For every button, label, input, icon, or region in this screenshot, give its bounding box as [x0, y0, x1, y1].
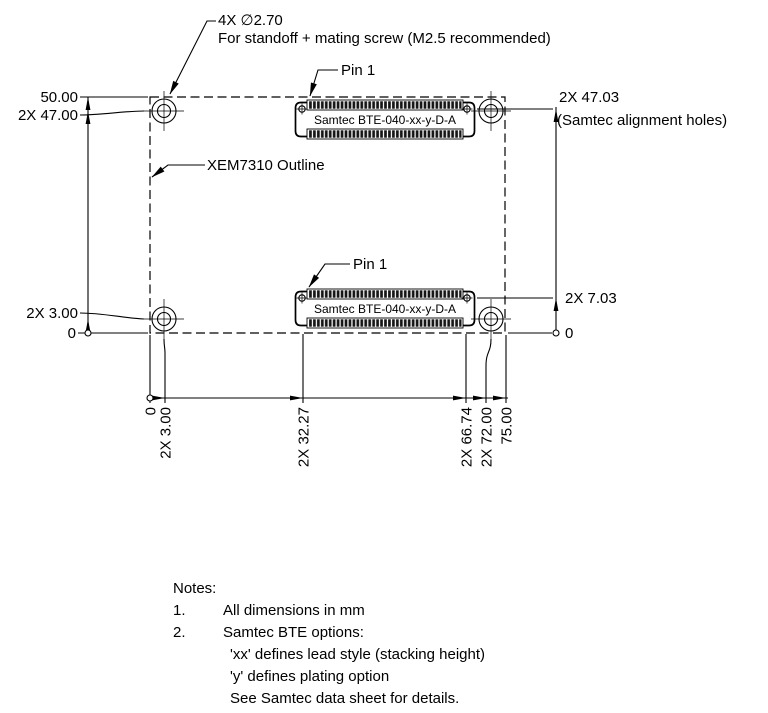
alignment-pin-top-right [461, 103, 473, 115]
hole-spec-label: 4X ∅2.70 [218, 12, 283, 29]
note-1-text: All dimensions in mm [223, 602, 365, 619]
note-item-2: 2. Samtec BTE options: [173, 622, 485, 644]
right-origin-marker [552, 329, 560, 337]
callout-leaders [151, 20, 350, 288]
mounting-hole-top-right [471, 91, 511, 131]
alignment-pin-bottom-left [296, 292, 308, 304]
mounting-hole-top-left [144, 91, 184, 131]
note-2-number: 2. [173, 624, 186, 641]
alignment-pin-bottom-right [461, 292, 473, 304]
mounting-hole-bottom-left [144, 299, 184, 339]
left-origin-marker [84, 329, 92, 337]
dim-left-50: 50.00 [40, 89, 78, 106]
dim-bottom-66: 2X 66.74 [459, 407, 476, 467]
outline-leader [151, 164, 205, 178]
note-2-text: Samtec BTE options: [223, 624, 364, 641]
dim-bottom-3: 2X 3.00 [158, 407, 175, 459]
mounting-hole-bottom-right [471, 299, 511, 339]
notes-heading: Notes: [173, 580, 217, 597]
dim-right-zero: 0 [565, 325, 573, 342]
note-1-number: 1. [173, 602, 186, 619]
note-2-sub-2: 'y' defines plating option [230, 668, 390, 685]
callout-texts: 4X ∅2.70 For standoff + mating screw (M2… [207, 12, 551, 273]
dim-right-note: (Samtec alignment holes) [557, 112, 727, 129]
dim-right-47: 2X 47.03 [559, 89, 619, 106]
notes-section: Notes: 1. All dimensions in mm 2. Samtec B… [173, 578, 485, 710]
dim-bottom-75: 75.00 [499, 407, 516, 445]
dim-left-47: 2X 47.00 [18, 107, 78, 124]
bottom-dimensions: 0 2X 3.00 2X 32.27 2X 66.74 2X 72.00 75.… [143, 334, 516, 467]
connector-bottom: Samtec BTE-040-xx-y-D-A [294, 288, 476, 329]
bottom-origin-marker [146, 394, 154, 402]
hole-note-label: For standoff + mating screw (M2.5 recomm… [218, 30, 551, 47]
hole-spec-leader [169, 20, 216, 95]
dim-left-zero: 0 [68, 325, 76, 342]
left-dimensions: 50.00 2X 47.00 2X 3.00 0 [18, 89, 148, 342]
dim-bottom-72: 2X 72.00 [479, 407, 496, 467]
note-2-sub-1: 'xx' defines lead style (stacking height… [230, 646, 486, 663]
dim-left-3: 2X 3.00 [26, 305, 78, 322]
right-dimensions: 2X 47.03 (Samtec alignment holes) 2X 7.0… [477, 89, 727, 342]
alignment-pin-top-left [296, 103, 308, 115]
note-item-1: 1. All dimensions in mm [173, 600, 485, 622]
board-outline [149, 96, 506, 334]
pin1-bottom-label: Pin 1 [353, 256, 387, 273]
connector-top-label: Samtec BTE-040-xx-y-D-A [314, 113, 456, 127]
outline-label: XEM7310 Outline [207, 157, 325, 174]
pin1-top-label: Pin 1 [341, 62, 375, 79]
pin1-bottom-leader [308, 263, 350, 288]
dim-bottom-zero: 0 [143, 407, 160, 415]
note-2-sub-3: See Samtec data sheet for details. [230, 690, 460, 707]
connector-bottom-label: Samtec BTE-040-xx-y-D-A [314, 302, 456, 316]
dim-bottom-32: 2X 32.27 [296, 407, 313, 467]
dim-right-7: 2X 7.03 [565, 290, 617, 307]
pin1-top-leader [309, 69, 338, 97]
connector-top: Samtec BTE-040-xx-y-D-A [294, 99, 476, 140]
